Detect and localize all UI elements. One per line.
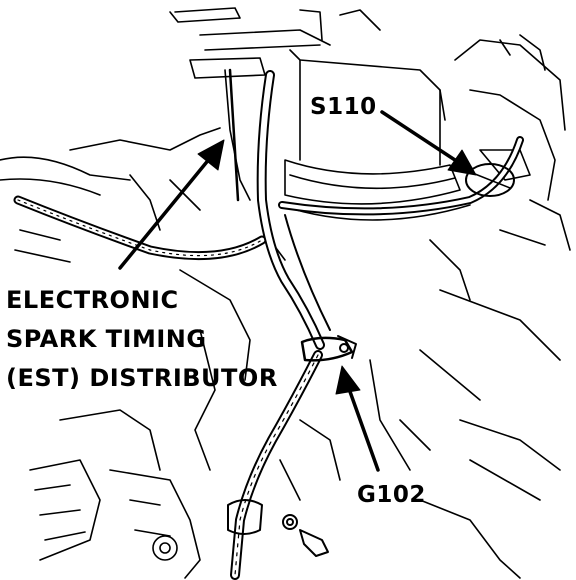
distributor-label-line-1: ELECTRONIC xyxy=(6,286,179,314)
ground-label-g102: G102 xyxy=(357,482,426,508)
distributor-label-line-3: (EST) DISTRIBUTOR xyxy=(6,364,278,392)
distributor-label: ELECTRONIC SPARK TIMING (EST) DISTRIBUTO… xyxy=(6,288,278,405)
pointer-arrow-s110 xyxy=(380,110,477,176)
wiring-harness xyxy=(13,68,524,580)
ground-clip-g102 xyxy=(300,335,357,362)
bolt-hardware xyxy=(227,499,329,557)
pointer-arrow-est xyxy=(118,139,225,270)
pointer-arrow-g102 xyxy=(335,365,380,472)
distributor-label-line-2: SPARK TIMING xyxy=(6,325,207,353)
splice-label-s110: S110 xyxy=(310,94,377,120)
